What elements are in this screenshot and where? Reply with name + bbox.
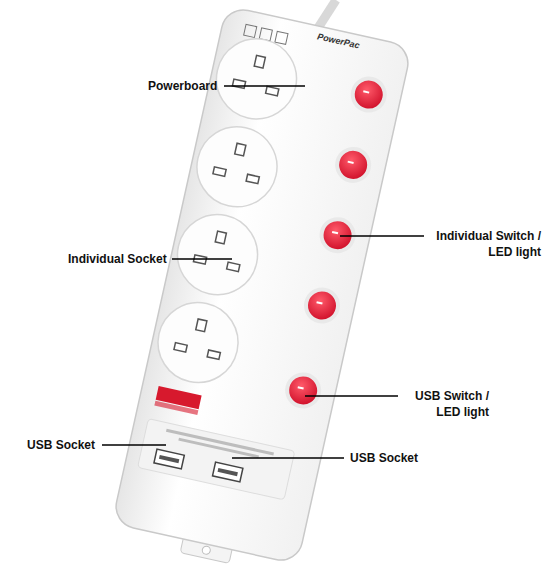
part-label: Individual Socket — [68, 251, 170, 267]
usb-panel — [138, 419, 295, 500]
socket-pins — [174, 52, 285, 360]
part-label: Individual Switch / LED light — [419, 228, 541, 260]
usb-port — [154, 449, 184, 469]
part-label: Powerboard — [148, 78, 222, 94]
rocker-switches — [282, 73, 391, 412]
part-label: USB Socket — [27, 437, 99, 453]
powerboard-body — [109, 6, 412, 566]
part-label: USB Socket — [350, 450, 422, 466]
leader-lines — [102, 86, 424, 458]
part-label: USB Switch / LED light — [403, 388, 489, 420]
usb-port — [213, 462, 243, 482]
power-cord — [318, 0, 336, 28]
